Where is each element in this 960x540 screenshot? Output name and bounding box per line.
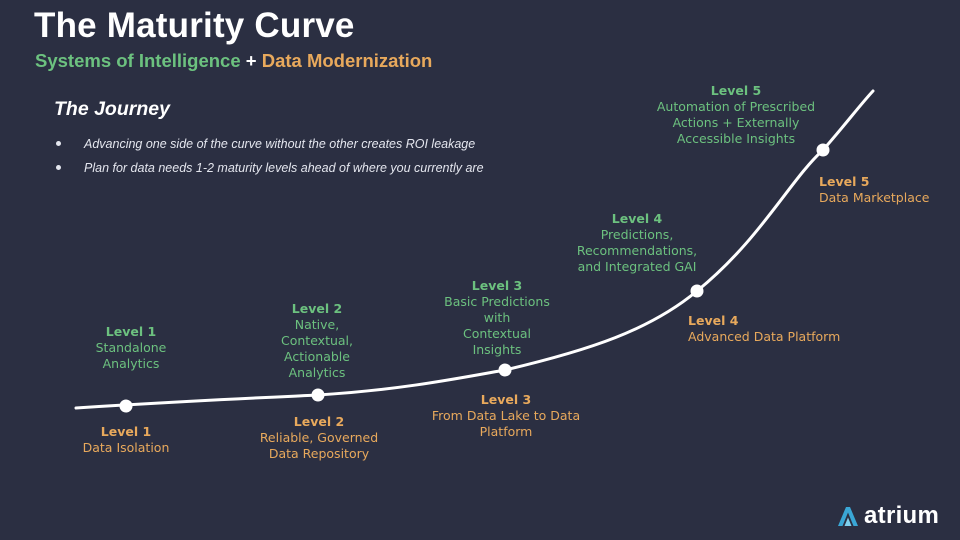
journey-heading: The Journey [54, 98, 170, 120]
intelligence-level-5: Level 5 Automation of Prescribed Actions… [641, 83, 831, 147]
curve-node-level-4 [690, 284, 704, 298]
intelligence-level-4-title: Level 4 [611, 211, 663, 226]
intelligence-level-2-title: Level 2 [291, 301, 343, 316]
intelligence-level-2: Level 2 Native, Contextual, Actionable A… [252, 301, 382, 381]
intelligence-level-4-text: Predictions, Recommendations, and Integr… [576, 227, 698, 274]
intelligence-level-3: Level 3 Basic Predictions with Contextua… [422, 278, 572, 358]
journey-bullet: Plan for data needs 1-2 maturity levels … [54, 161, 484, 185]
subtitle-data: Data Modernization [261, 50, 433, 71]
intelligence-level-1: Level 1 Standalone Analytics [66, 324, 196, 372]
atrium-a-icon [838, 507, 858, 526]
curve-node-level-1 [119, 399, 133, 413]
data-level-1-title: Level 1 [100, 424, 152, 439]
data-level-5: Level 5 Data Marketplace [819, 174, 949, 206]
intelligence-level-1-text: Standalone Analytics [95, 340, 167, 371]
data-level-1: Level 1 Data Isolation [61, 424, 191, 456]
intelligence-level-5-title: Level 5 [710, 83, 762, 98]
data-level-5-text: Data Marketplace [819, 190, 930, 205]
data-level-2-title: Level 2 [293, 414, 345, 429]
subtitle-plus: + [245, 50, 257, 71]
subtitle-intelligence: Systems of Intelligence [35, 50, 241, 71]
data-level-2: Level 2 Reliable, Governed Data Reposito… [249, 414, 389, 462]
data-level-3-title: Level 3 [480, 392, 532, 407]
atrium-logo: atrium [836, 503, 939, 529]
intelligence-level-1-title: Level 1 [105, 324, 157, 339]
data-level-4: Level 4 Advanced Data Platform [688, 313, 868, 345]
page-title: The Maturity Curve [34, 6, 355, 45]
intelligence-level-4: Level 4 Predictions, Recommendations, an… [562, 211, 712, 275]
curve-node-level-5 [816, 143, 830, 157]
journey-bullets: Advancing one side of the curve without … [54, 137, 484, 185]
bullet-dot-icon [56, 141, 61, 146]
intelligence-level-5-text: Automation of Prescribed Actions + Exter… [656, 99, 816, 146]
data-level-5-title: Level 5 [819, 174, 870, 189]
data-level-4-title: Level 4 [688, 313, 739, 328]
data-level-3-text: From Data Lake to Data Platform [431, 408, 581, 439]
journey-bullet: Advancing one side of the curve without … [54, 137, 484, 161]
intelligence-level-3-text: Basic Predictions with Contextual Insigh… [444, 294, 550, 357]
subtitle: Systems of Intelligence + Data Moderniza… [35, 50, 432, 72]
data-level-3: Level 3 From Data Lake to Data Platform [421, 392, 591, 440]
maturity-curve-line [74, 89, 875, 410]
intelligence-level-2-text: Native, Contextual, Actionable Analytics [281, 317, 353, 380]
data-level-1-text: Data Isolation [82, 440, 170, 455]
atrium-logo-text: atrium [864, 502, 940, 529]
curve-node-level-3 [498, 363, 512, 377]
data-level-4-text: Advanced Data Platform [688, 329, 841, 344]
intelligence-level-3-title: Level 3 [471, 278, 523, 293]
bullet-dot-icon [56, 165, 61, 170]
curve-node-level-2 [311, 388, 325, 402]
data-level-2-text: Reliable, Governed Data Repository [259, 430, 379, 461]
journey-bullet-text: Advancing one side of the curve without … [84, 137, 476, 151]
journey-bullet-text: Plan for data needs 1-2 maturity levels … [84, 161, 484, 175]
